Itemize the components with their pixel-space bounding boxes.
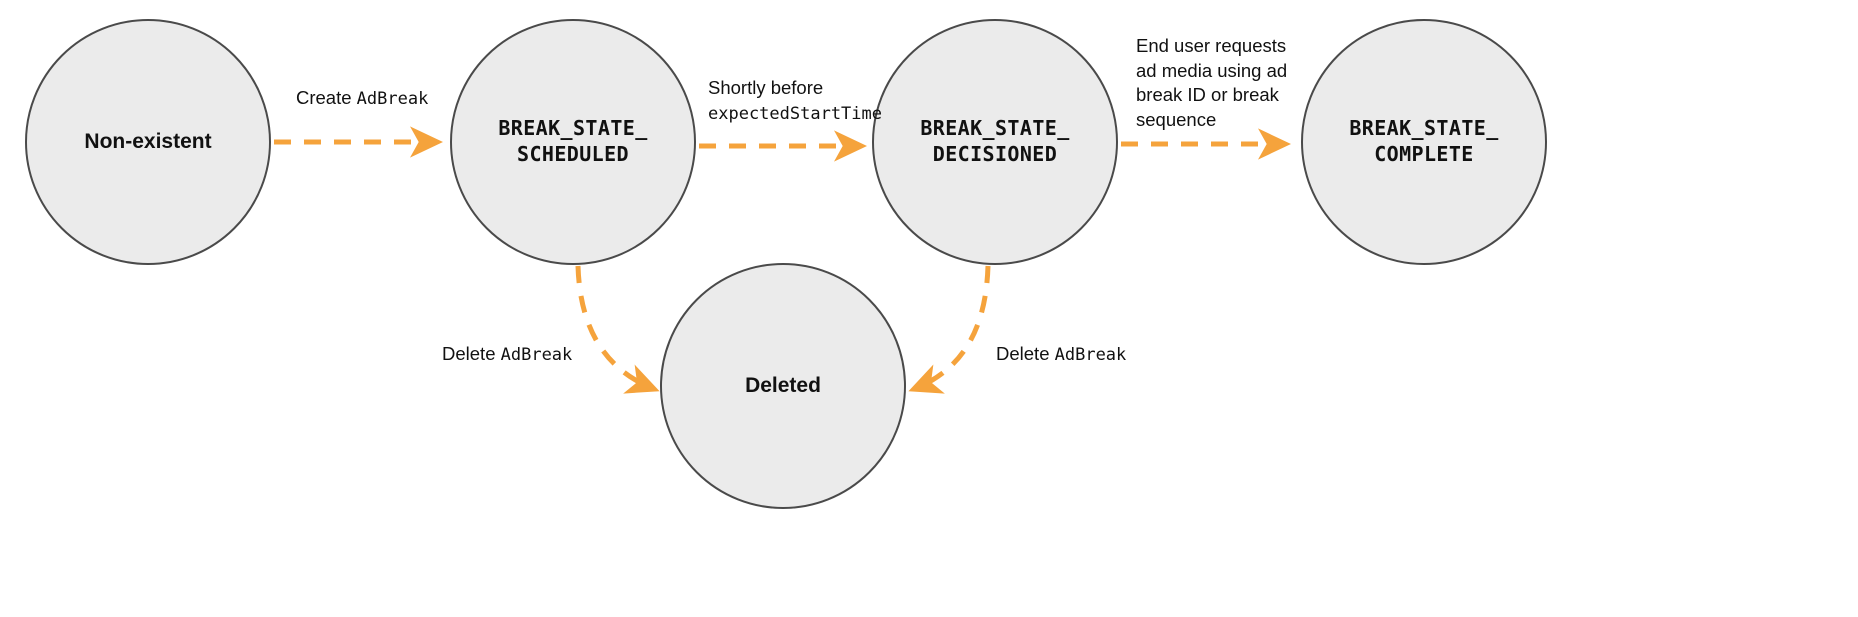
edge-label-create-adbreak: Create AdBreak: [296, 86, 428, 111]
edge-label-run: AdBreak: [500, 345, 573, 365]
edge-label-line: expectedStartTime: [708, 101, 882, 126]
state-node-label: Deleted: [745, 373, 821, 397]
edge-label-delete-adbreak-from-decisioned: Delete AdBreak: [996, 342, 1126, 367]
state-node-label: BREAK_STATE_ DECISIONED: [920, 116, 1070, 166]
edge-label-run: ad media using ad: [1136, 59, 1288, 81]
edge-label-end-user-requests-ad-media: End user requests ad media using ad break …: [1136, 34, 1287, 132]
state-node-deleted[interactable]: Deleted: [660, 263, 906, 509]
edge-label-line: Shortly before: [708, 76, 882, 101]
edge-label-run: Delete: [442, 343, 501, 364]
edge-label-line: Delete AdBreak: [442, 342, 572, 367]
edge-delete-adbreak-from-decisioned: [908, 265, 991, 394]
edge-label-run: AdBreak: [1054, 345, 1127, 365]
state-node-non-existent[interactable]: Non-existent: [25, 19, 271, 265]
edge-label-run: Create: [296, 87, 357, 108]
edge-label-line: ad media using ad: [1136, 59, 1287, 84]
edge-label-run: break ID or break: [1136, 84, 1279, 106]
state-node-label: BREAK_STATE_ COMPLETE: [1349, 116, 1499, 166]
edge-label-line: End user requests: [1136, 34, 1287, 59]
edge-label-line: sequence: [1136, 108, 1287, 133]
edge-label-run: Shortly before: [708, 77, 824, 98]
state-node-break-state-decisioned[interactable]: BREAK_STATE_ DECISIONED: [872, 19, 1118, 265]
state-node-break-state-scheduled[interactable]: BREAK_STATE_ SCHEDULED: [450, 19, 696, 265]
edge-label-line: Delete AdBreak: [996, 342, 1126, 367]
edge-label-run: sequence: [1136, 108, 1217, 130]
edge-label-run: AdBreak: [356, 89, 429, 109]
state-node-break-state-complete[interactable]: BREAK_STATE_ COMPLETE: [1301, 19, 1547, 265]
edge-label-run: expectedStartTime: [708, 103, 882, 124]
edge-label-line: break ID or break: [1136, 83, 1287, 108]
state-node-label: BREAK_STATE_ SCHEDULED: [498, 116, 648, 166]
edge-delete-adbreak-from-scheduled: [575, 265, 660, 394]
edge-label-run: Delete: [996, 343, 1055, 364]
edge-label-run: End user requests: [1136, 35, 1287, 56]
edge-label-delete-adbreak-from-scheduled: Delete AdBreak: [442, 342, 572, 367]
edge-label-line: Create AdBreak: [296, 86, 428, 111]
edge-label-shortly-before-expected-start-time: Shortly before expectedStartTime: [708, 76, 882, 125]
state-node-label: Non-existent: [84, 129, 212, 153]
